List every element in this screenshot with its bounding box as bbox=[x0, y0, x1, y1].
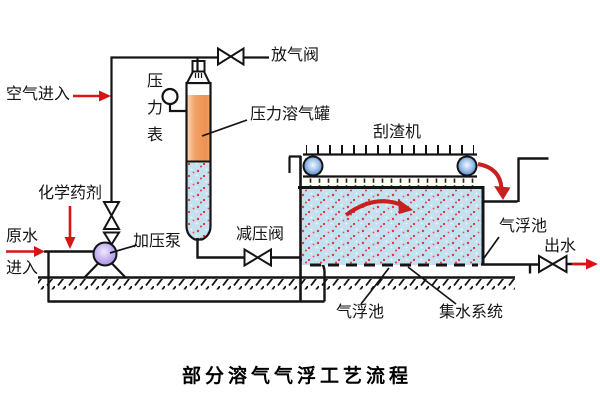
pump-legs bbox=[83, 262, 127, 279]
pressure-gauge-dial bbox=[161, 87, 179, 106]
label-pressure-gauge: 压 力 表 bbox=[146, 73, 163, 144]
pressure-pump bbox=[92, 241, 118, 267]
label-outlet: 出水 bbox=[544, 238, 577, 255]
label-scraper: 刮渣机 bbox=[373, 124, 422, 141]
label-pressure-tank: 压力溶气罐 bbox=[250, 106, 331, 123]
label-inlet: 进入 bbox=[6, 260, 39, 277]
scraper-pulley-left bbox=[302, 155, 324, 177]
label-flotation-right: 气浮池 bbox=[499, 218, 548, 235]
left-scum-baffle bbox=[288, 155, 301, 173]
flow-arrows bbox=[6, 90, 598, 270]
label-reducing-valve: 减压阀 bbox=[236, 226, 285, 243]
air-in-arrow bbox=[99, 90, 111, 102]
label-release-valve: 放气阀 bbox=[271, 47, 320, 64]
air-and-top-pipe bbox=[110, 56, 269, 202]
outlet-arrow bbox=[586, 258, 598, 270]
label-raw-water: 原水 bbox=[6, 228, 39, 245]
pressure-dissolved-air-tank bbox=[185, 60, 212, 241]
scum-scraper bbox=[302, 145, 478, 186]
label-flotation-bottom: 气浮池 bbox=[336, 304, 385, 321]
scraper-pulley-right bbox=[456, 155, 478, 177]
label-chemical: 化学药剂 bbox=[38, 185, 103, 202]
air-release-valve bbox=[217, 46, 245, 67]
label-collection-system: 集水系统 bbox=[439, 304, 504, 321]
ground-hatch bbox=[38, 279, 515, 290]
scraper-blades bbox=[304, 178, 478, 186]
tank-water-section bbox=[186, 161, 211, 240]
pump-connector bbox=[102, 231, 121, 247]
chemical-arrow bbox=[64, 237, 76, 249]
diagram-title: 部分溶气气浮工艺流程 bbox=[182, 366, 413, 387]
pump-inlet-valve bbox=[102, 201, 121, 230]
scraper-flights-top bbox=[306, 145, 474, 155]
outlet-valve bbox=[538, 254, 568, 274]
tank-air-section bbox=[186, 95, 211, 161]
raw-water-arrow bbox=[34, 246, 45, 257]
tank-top-band bbox=[186, 83, 211, 97]
pressure-reducing-valve bbox=[243, 247, 272, 268]
scum-trough bbox=[483, 157, 549, 203]
label-pump: 加压泵 bbox=[133, 233, 182, 250]
pointer-lines bbox=[109, 119, 500, 305]
dissolved-air-pipe bbox=[196, 238, 301, 259]
label-air-in: 空气进入 bbox=[6, 86, 71, 103]
scum-discharge-arrow bbox=[477, 162, 504, 189]
